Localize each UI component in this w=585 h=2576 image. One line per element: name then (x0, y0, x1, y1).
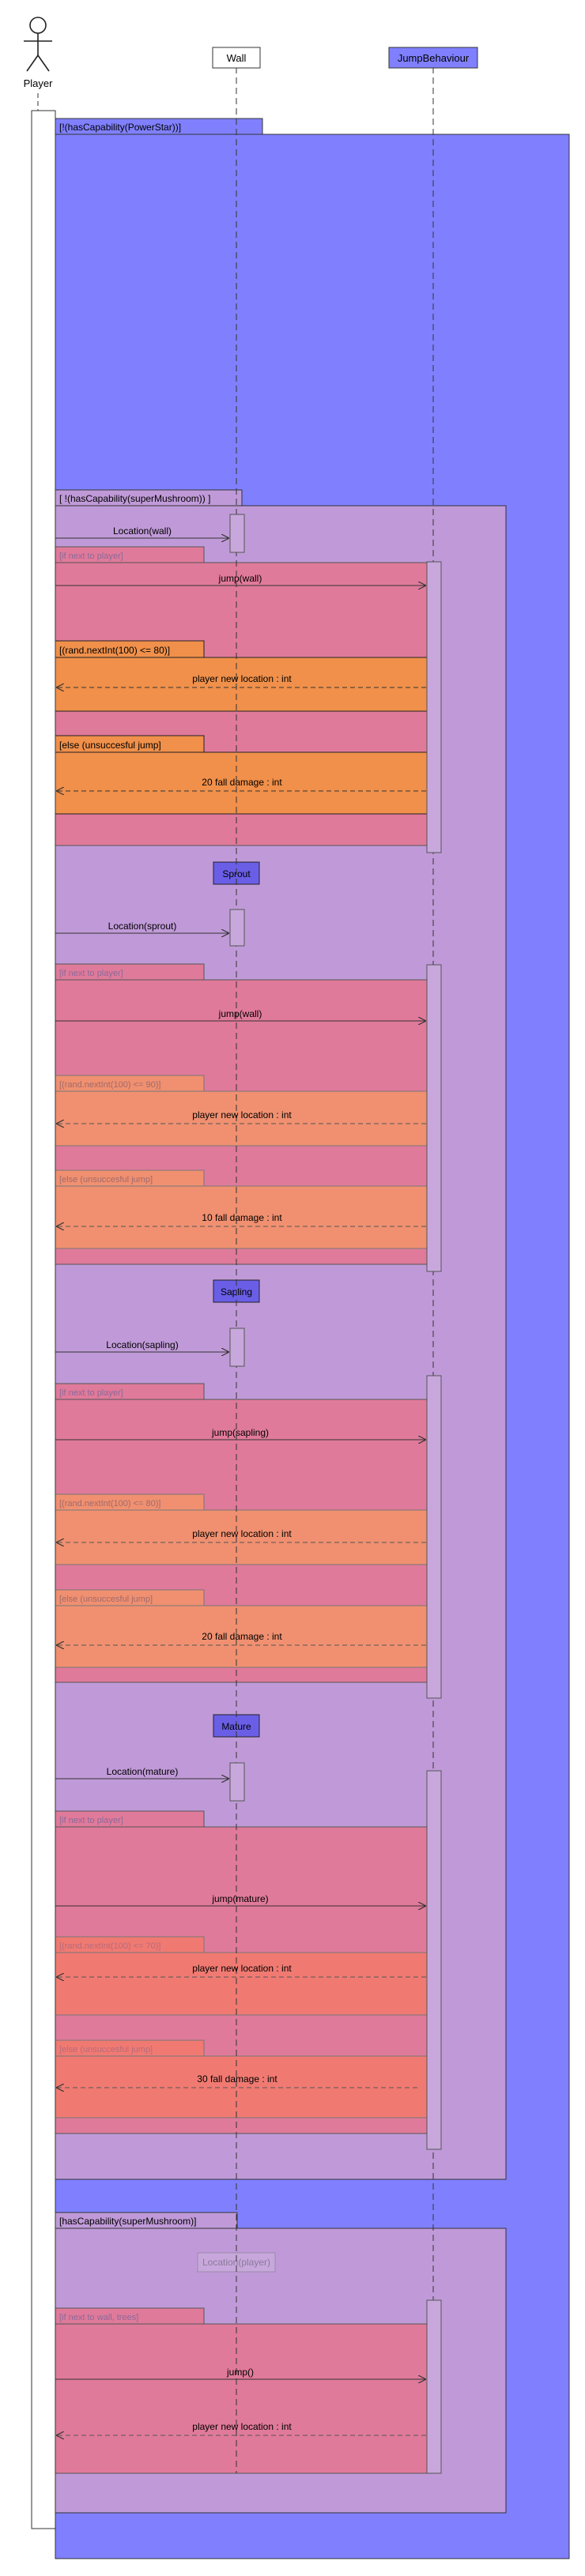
stick-figure-icon (24, 17, 52, 72)
guard-label: [else (unsuccesful jump] (59, 740, 161, 751)
else-fragment: [else (unsuccesful jump] (55, 735, 429, 815)
stage-wall: [if next to player] [(rand.nextInt(100) … (55, 546, 429, 846)
jump-activation-bar (426, 1375, 442, 1699)
location-message-label: Location(mature) (107, 1766, 179, 1777)
actor-label: Player (24, 77, 54, 89)
fall-damage-label: 30 fall damage : int (197, 2073, 277, 2085)
guard-label: [if next to player] (59, 1388, 123, 1398)
wall-activation-bar (229, 909, 245, 947)
wall-lifeline-head: Wall (212, 47, 261, 69)
guard-label: [else (unsuccesful jump] (59, 2045, 153, 2054)
wall-activation-bar (229, 1328, 245, 1367)
player-activation-bar (31, 110, 56, 2529)
jump-activation-bar (426, 1770, 442, 2150)
jump-message-label: jump(wall) (218, 573, 262, 584)
messages-mature: Location(mature) jump(mature) player new… (55, 1766, 426, 2088)
guard-label: [if next to wall, trees] (59, 2313, 138, 2322)
else-fragment: [else (unsuccesful jump] (55, 1169, 429, 1249)
guard-label: [(rand.nextInt(100) <= 80)] (59, 1499, 160, 1508)
guard-label: [else (unsuccesful jump] (59, 1175, 153, 1184)
messages-sprout: Location(sprout) jump(wall) player new l… (55, 921, 426, 1226)
guard-label: [(rand.nextInt(100) <= 70)] (59, 1941, 160, 1951)
jump-activation-bar (426, 964, 442, 1272)
guard-label: [if next to player] (59, 969, 123, 978)
jumpbehaviour-lifeline-head: JumpBehaviour (388, 47, 478, 69)
return-message-label: player new location : int (192, 673, 292, 684)
messages-sapling: Location(sapling) jump(sapling) player n… (55, 1339, 426, 1645)
wall-activation-bar (229, 514, 245, 553)
return-message-label: player new location : int (192, 1528, 292, 1539)
fall-damage-label: 20 fall damage : int (202, 1631, 282, 1642)
return-message-label: player new location : int (192, 2421, 292, 2432)
fall-damage-label: 20 fall damage : int (202, 777, 282, 788)
location-message-label: Location(sprout) (108, 921, 177, 932)
jump-activation-bar (426, 2299, 442, 2474)
location-player-label: Location(player) (202, 2257, 270, 2268)
guard-fragment: [if next to wall, trees] (55, 2307, 429, 2474)
frame-label: [hasCapability(superMushroom)] (59, 2216, 196, 2227)
location-message-label: Location(sapling) (106, 1339, 178, 1350)
stage-sapling: [if next to player] [(rand.nextInt(100) … (55, 1383, 429, 1683)
frame-label: [!(hasCapability(PowerStar))] (59, 122, 181, 133)
guard-label: [if next to player] (59, 552, 123, 561)
else-fragment: [else (unsuccesful jump] (55, 1589, 429, 1668)
jump-message-label: jump(mature) (211, 1893, 268, 1904)
jumpbehaviour-activations (426, 561, 442, 2474)
lifeline-label: JumpBehaviour (398, 52, 470, 64)
guard-label: [if next to player] (59, 1816, 123, 1825)
jump-message-label: jump(wall) (218, 1008, 262, 1019)
return-message-label: player new location : int (192, 1963, 292, 1974)
else-fragment: [else (unsuccesful jump] (55, 2039, 429, 2118)
success-fragment: [(rand.nextInt(100) <= 90)] (55, 1075, 429, 1147)
location-message-label: Location(wall) (113, 525, 172, 537)
messages-wall: Location(wall) jump(wall) player new loc… (55, 525, 426, 791)
messages-mushroom: jump() player new location : int (55, 2367, 426, 2435)
return-message-label: player new location : int (192, 1109, 292, 1120)
stage-mature: [if next to player] [(rand.nextInt(100) … (55, 1810, 429, 2134)
jump-activation-bar (426, 561, 442, 853)
jump-message-label: jump() (226, 2367, 254, 2378)
fall-damage-label: 10 fall damage : int (202, 1212, 282, 1223)
lifeline-label: Wall (227, 52, 247, 64)
stage-sprout: [if next to player] [(rand.nextInt(100) … (55, 963, 429, 1265)
jump-message-label: jump(sapling) (211, 1427, 269, 1438)
guard-label: [else (unsuccesful jump] (59, 1595, 153, 1604)
player-actor: Player (24, 17, 54, 89)
guard-label: [(rand.nextInt(100) <= 80)] (59, 645, 170, 656)
wall-activations (229, 514, 245, 1802)
guard-label: [(rand.nextInt(100) <= 90)] (59, 1080, 160, 1090)
success-fragment: [(rand.nextInt(100) <= 80)] (55, 640, 429, 712)
frame-label: [ !(hasCapability(superMushroom)) ] (59, 493, 210, 504)
wall-activation-bar (229, 1762, 245, 1802)
success-fragment: [(rand.nextInt(100) <= 80)] (55, 1493, 429, 1565)
